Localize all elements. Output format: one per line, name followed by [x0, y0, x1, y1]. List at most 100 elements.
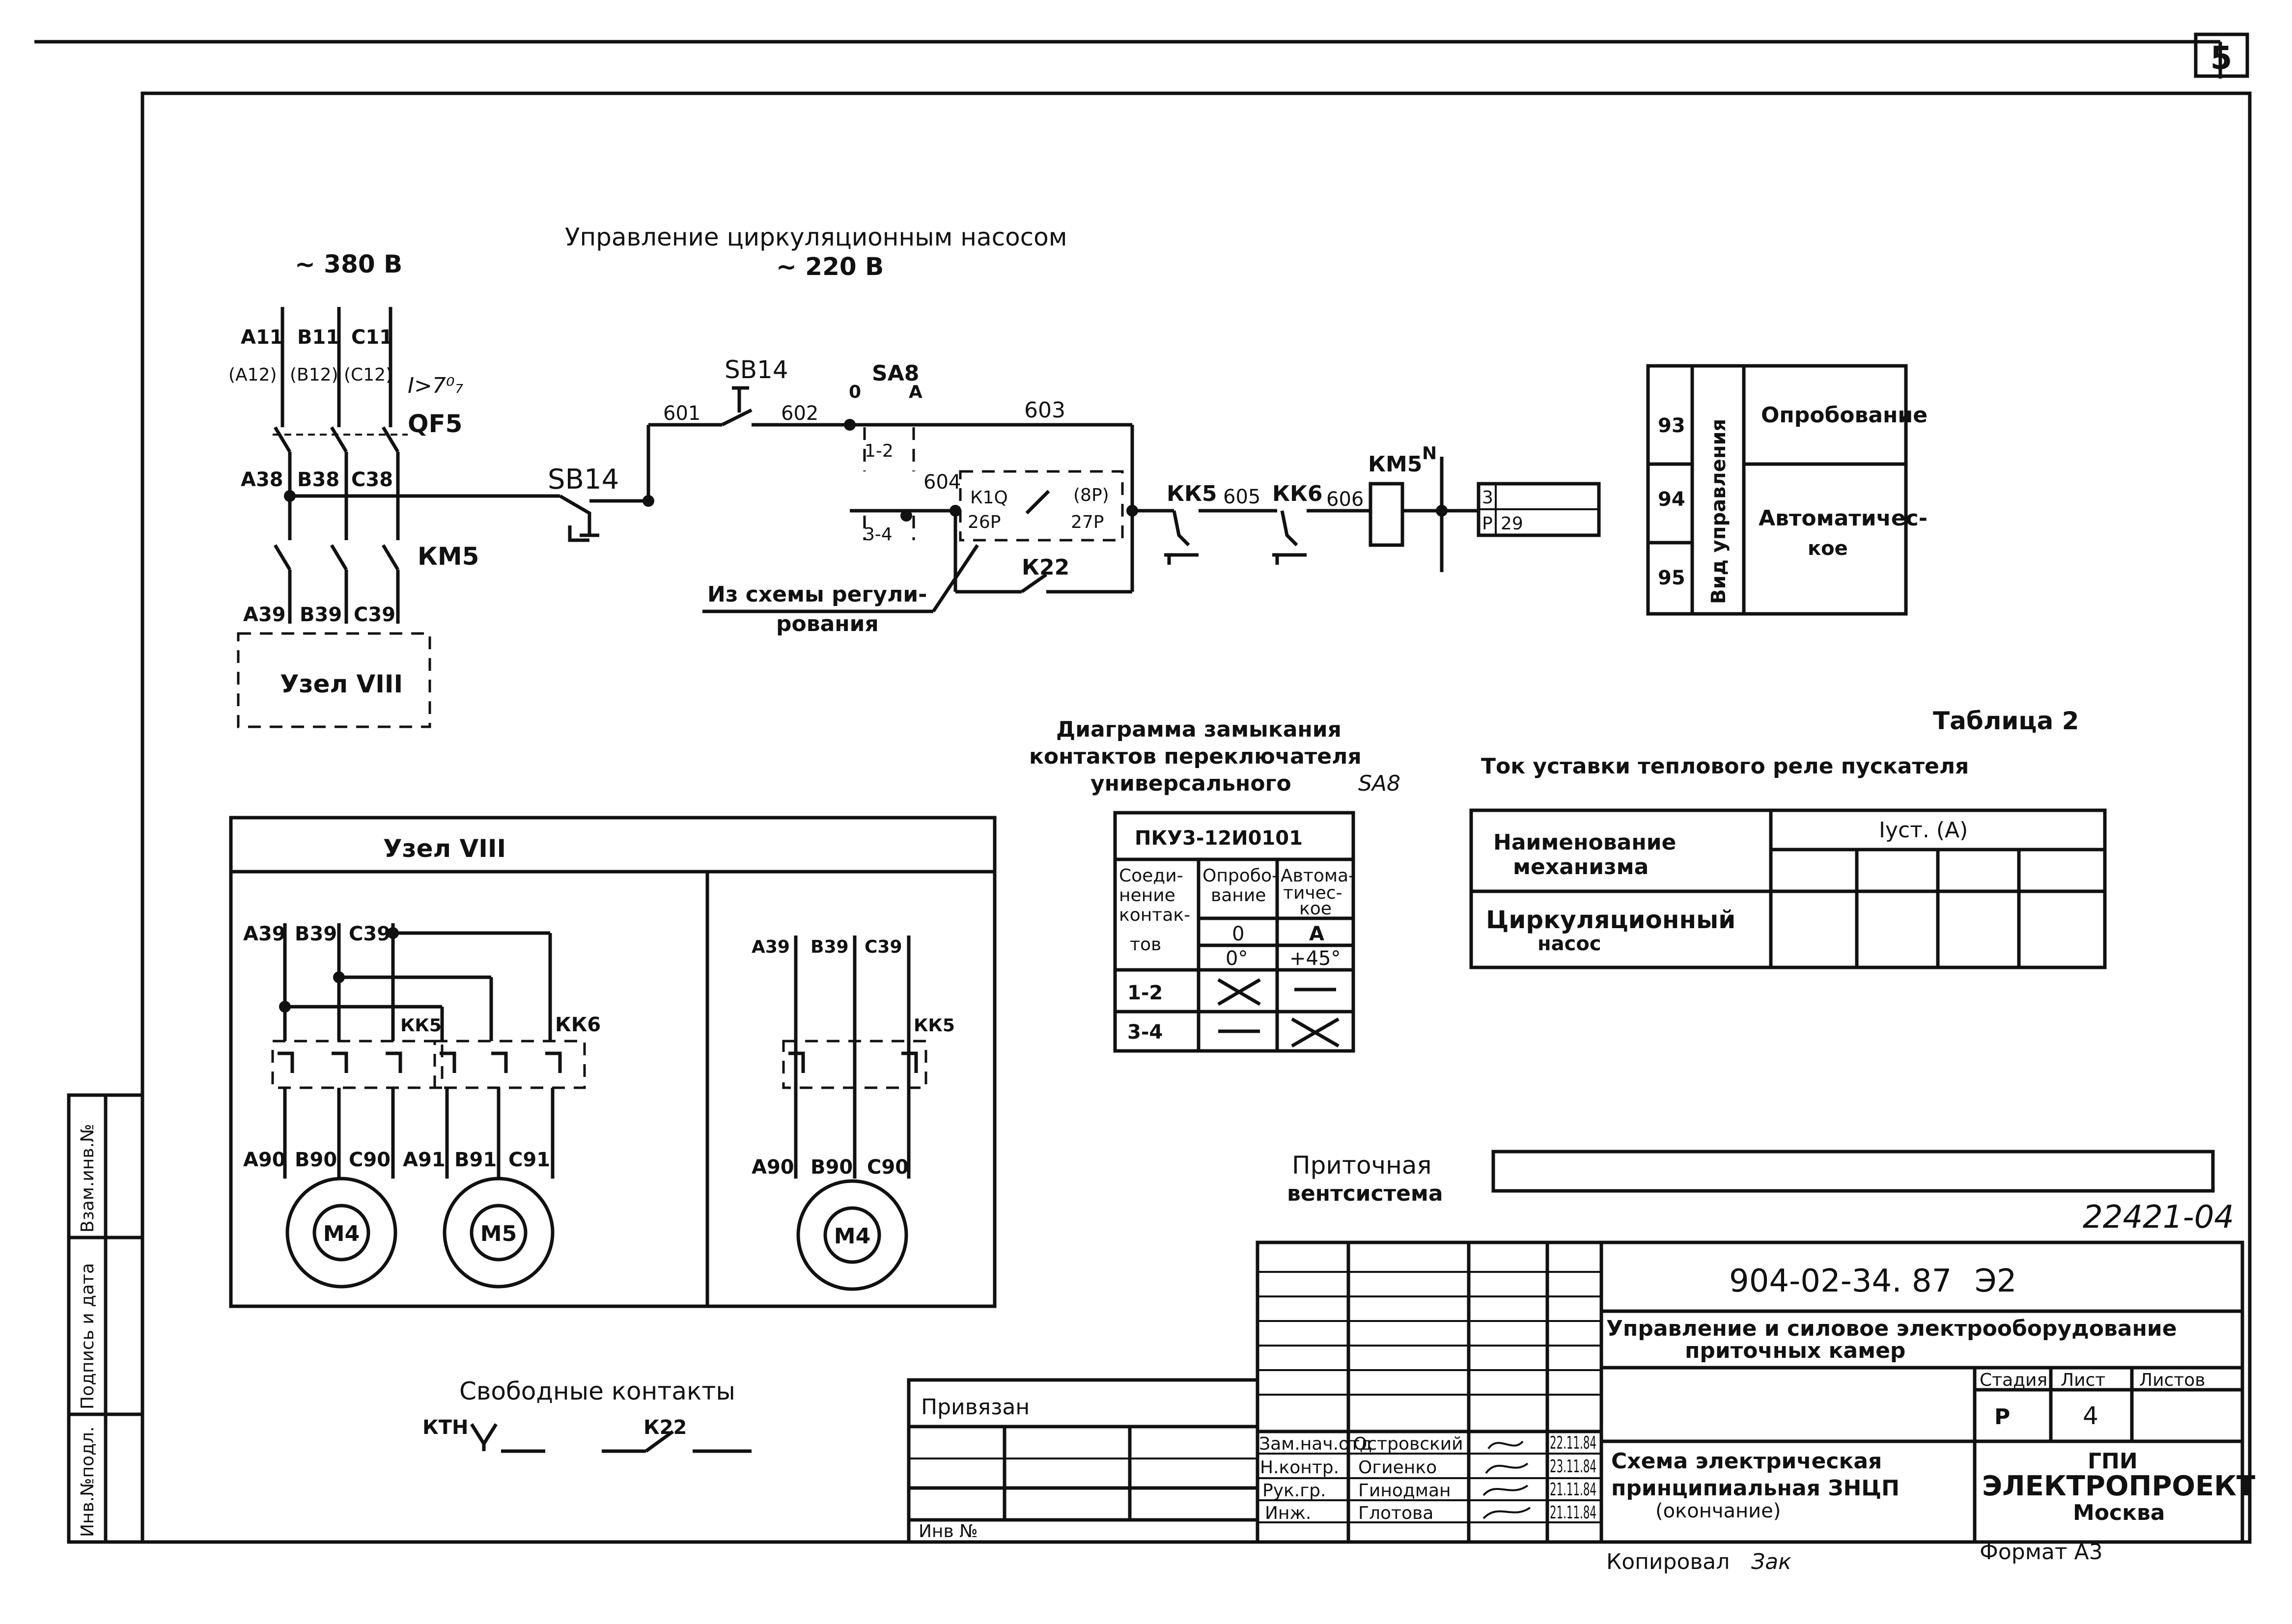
format-label: Формат А3 [1980, 1540, 2103, 1565]
right-out-a90: А90 [752, 1156, 794, 1179]
sa8-col3-l3: кое [1299, 899, 1332, 919]
sheets-header: Листов [2139, 1370, 2205, 1390]
wire-603: 603 [1024, 398, 1065, 423]
drawing-name-3: (окончание) [1655, 1500, 1781, 1522]
signature-4 [1482, 1507, 1531, 1519]
thermal-kk5-label: КК5 [1167, 481, 1217, 506]
relay-k22-label: К22 [1022, 555, 1069, 580]
motor-m4-right [796, 1179, 908, 1291]
right-out-b90: В90 [811, 1156, 853, 1179]
sa8-row-34: 3-4 [1127, 1021, 1163, 1044]
contact-k1q: К1Q [970, 488, 1008, 508]
control-scheme: Управление циркуляционным насосом ~ 220 … [228, 223, 1601, 728]
ref-29: 29 [1501, 514, 1523, 534]
drawing-name-1: Схема электрическая [1611, 1449, 1882, 1474]
motor-m4-left-label: М4 [323, 1221, 360, 1246]
free-contacts: Свободные контакты КТН К22 [422, 1377, 752, 1453]
org-2: ЭЛЕКТРОПРОЕКТ [1982, 1470, 2255, 1502]
phase-b38: В38 [297, 468, 339, 491]
doc-id: 22421-04 [2083, 1199, 2234, 1236]
sa8-angle-45: +45° [1289, 947, 1341, 970]
sa8-col2-l2: вание [1211, 885, 1266, 906]
sa8-col1-l1: Соеди- [1119, 866, 1183, 886]
right-in-c39: С39 [865, 937, 902, 957]
side-stamp: Инв.№подл. Подпись и дата Взам.инв.№ [67, 1093, 144, 1544]
sheet-value: 4 [2083, 1402, 2098, 1430]
mode-row-94: 94 [1658, 488, 1685, 511]
right-out-c90: С90 [867, 1156, 909, 1179]
sa8-col3-l1: Автома- [1281, 866, 1355, 886]
name-1: Островский [1353, 1434, 1463, 1454]
breaker-setting: I>7⁰₇ [408, 373, 463, 398]
sa8-diagram: Диаграмма замыкания контактов переключат… [1029, 717, 1400, 1053]
date-4: 21.11.84 [1550, 1503, 1596, 1523]
name-4: Глотова [1358, 1503, 1433, 1523]
right-in-b39: В39 [811, 937, 849, 957]
wire-602: 602 [781, 402, 818, 425]
left-out-b91: В91 [454, 1149, 497, 1171]
phase-a39: А39 [243, 604, 286, 626]
mode-test: Опробование [1761, 403, 1928, 428]
ref-p: Р [1482, 514, 1493, 534]
left-kk5: КК5 [400, 1016, 442, 1036]
project-name-2: приточных камер [1685, 1338, 1905, 1363]
neutral-label: N [1422, 443, 1437, 464]
left-out-c91: С91 [508, 1149, 550, 1171]
phase-c12: (С12) [344, 365, 392, 385]
free-contact-ktn: КТН [422, 1416, 468, 1439]
phase-b11: В11 [297, 326, 339, 349]
right-in-a39: А39 [752, 937, 790, 957]
control-title: Управление циркуляционным насосом [565, 223, 1067, 251]
signature-1 [1487, 1440, 1524, 1450]
table2-row-1: Циркуляционный [1486, 906, 1735, 934]
role-deputy: Зам.нач.отд [1259, 1434, 1372, 1454]
signature-3 [1482, 1485, 1529, 1496]
switch-pos-0: 0 [849, 382, 861, 402]
node-viii: Узел VIII А39 В39 С39 КК5 КК6 А90 В90 С9… [229, 816, 997, 1308]
title-block: Зам.нач.отд Н.контр. Рук.гр. Инж. Остров… [907, 1240, 2255, 1544]
left-out-c90: С90 [349, 1149, 391, 1171]
control-voltage: ~ 220 В [776, 252, 884, 281]
left-out-a90: А90 [243, 1149, 286, 1171]
contact-27p: 27Р [1071, 512, 1104, 532]
free-contacts-title: Свободные контакты [459, 1377, 735, 1405]
table2-title: Ток уставки теплового реле пускателя [1481, 754, 1969, 779]
phase-c11: С11 [351, 326, 393, 349]
name-3: Гинодман [1358, 1481, 1451, 1501]
breaker-qf5: QF5 [408, 410, 462, 438]
copied-note: Зак [1751, 1549, 1791, 1574]
date-2: 23.11.84 [1550, 1457, 1596, 1477]
sa8-model: ПКУ3-12И0101 [1135, 827, 1303, 850]
switch-pos-a: А [909, 382, 922, 402]
sa8-col1-l3: контак- [1119, 905, 1190, 925]
mode-auto-2: кое [1808, 537, 1848, 560]
contact-8p: (8Р) [1073, 485, 1109, 505]
wire-605: 605 [1223, 486, 1260, 508]
stop-button-label: SB14 [548, 464, 619, 495]
role-eng: Инж. [1265, 1503, 1311, 1523]
mode-row-93: 93 [1658, 414, 1685, 437]
regulation-note-1: Из схемы регули- [707, 582, 927, 607]
coil-km5-label: КМ5 [1368, 452, 1422, 477]
phase-c38: С38 [351, 468, 393, 491]
phase-b39: В39 [300, 604, 342, 626]
sa8-title-1: Диаграмма замыкания [1056, 717, 1342, 742]
table2-col-current: Iуст. (А) [1879, 818, 1968, 843]
sa8-title-3: универсального [1090, 771, 1291, 796]
doc-code: 904-02-34. 87 [1729, 1263, 1952, 1299]
motor-m5 [443, 1177, 555, 1289]
role-norm: Н.контр. [1260, 1458, 1339, 1478]
stage-value: Р [1994, 1404, 2010, 1430]
thermal-kk6-label: КК6 [1272, 481, 1323, 506]
motor-m4-right-label: М4 [834, 1224, 870, 1249]
contact-26p: 26Р [968, 512, 1001, 532]
left-in-a39: А39 [243, 923, 286, 945]
left-in-b39: В39 [295, 923, 337, 945]
sa8-col1-l2: нение [1119, 885, 1175, 906]
signature-2 [1485, 1462, 1529, 1474]
wire-604: 604 [923, 471, 961, 494]
sa8-pos-a: А [1309, 923, 1324, 945]
motor-m5-label: М5 [480, 1221, 517, 1246]
org-3: Москва [2073, 1500, 2165, 1525]
